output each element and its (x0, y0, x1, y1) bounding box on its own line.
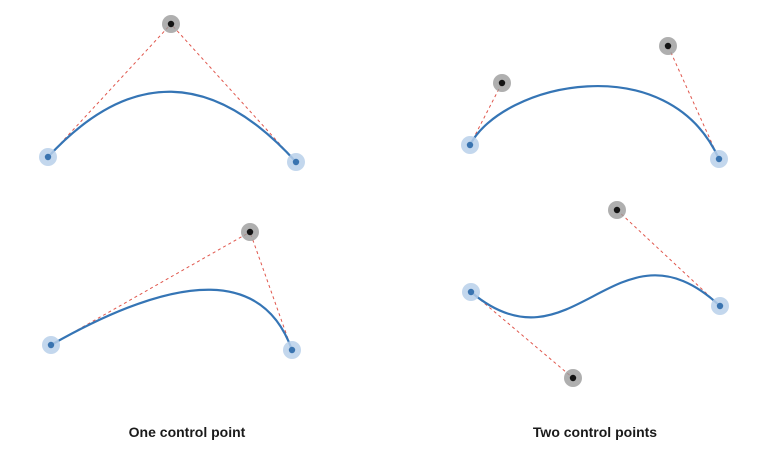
anchor-point-0[interactable] (47, 341, 55, 349)
anchor-point-0[interactable] (467, 288, 475, 296)
guide-line-1 (616, 209, 721, 307)
anchor-point-0[interactable] (44, 153, 52, 161)
anchor-point-1[interactable] (716, 302, 724, 310)
bezier-curve (46, 90, 298, 164)
panels-layer (39, 15, 729, 387)
anchor-point-0[interactable] (466, 141, 474, 149)
guide-line-1 (667, 45, 720, 160)
anchor-point-1[interactable] (288, 346, 296, 354)
bezier-panel-quadratic-skewed (42, 223, 301, 359)
bezier-curve (468, 85, 721, 161)
caption-one-control-point: One control point (128, 424, 246, 440)
control-point-0[interactable] (498, 79, 506, 87)
bezier-panel-quadratic-symmetric (39, 15, 305, 171)
guide-line-0 (47, 23, 172, 158)
caption-two-control-points: Two control points (532, 424, 658, 440)
control-point-0[interactable] (246, 228, 254, 236)
control-point-0[interactable] (569, 374, 577, 382)
anchor-point-1[interactable] (292, 158, 300, 166)
control-point-1[interactable] (613, 206, 621, 214)
guide-line-1 (249, 231, 293, 351)
guide-line-0 (470, 291, 574, 379)
bezier-panel-cubic-s-curve (462, 201, 729, 387)
bezier-panel-cubic-arc (461, 37, 728, 168)
bezier-curve (49, 288, 294, 352)
control-point-0[interactable] (167, 20, 175, 28)
bezier-curve (469, 274, 722, 319)
anchor-point-1[interactable] (715, 155, 723, 163)
control-point-1[interactable] (664, 42, 672, 50)
guide-line-1 (170, 23, 297, 163)
